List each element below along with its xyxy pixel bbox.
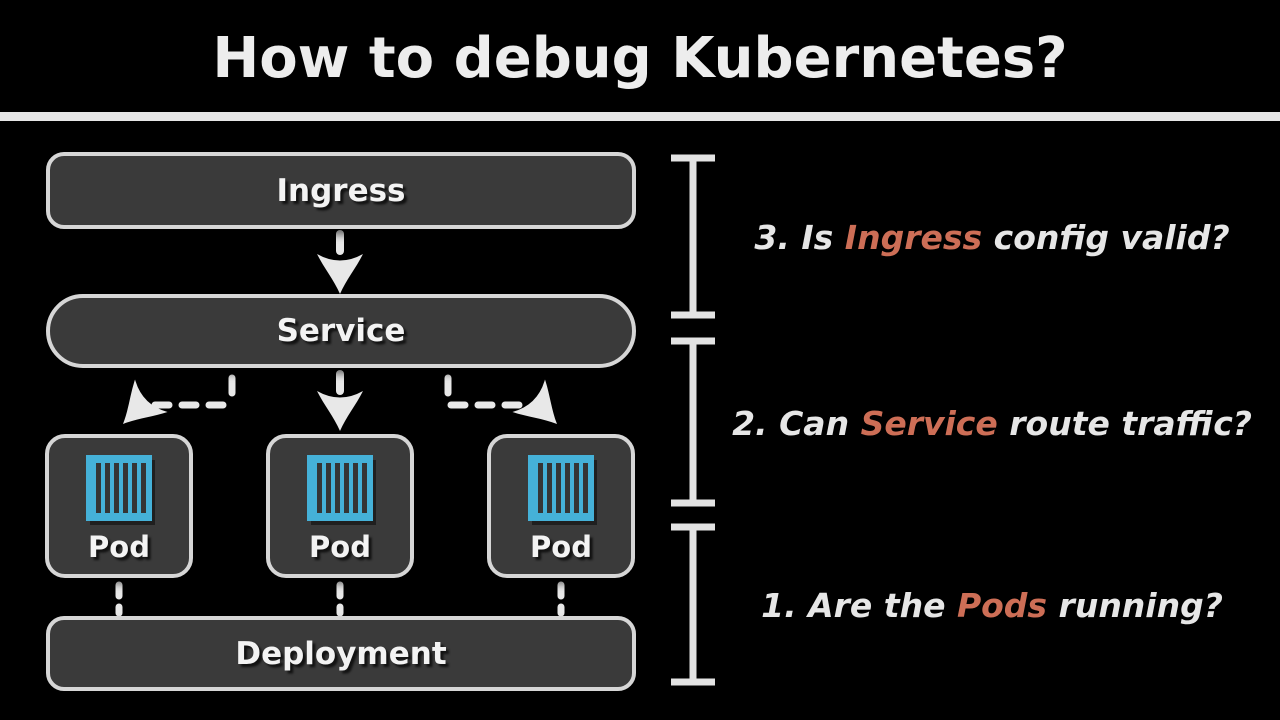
question-3-suffix: config valid?	[982, 217, 1230, 257]
question-1: 1. Are the Pods running?	[714, 582, 1270, 628]
container-icon	[528, 455, 597, 525]
question-3: 3. Is Ingress config valid?	[714, 214, 1270, 260]
dashed-arrow-service-to-right-pod-icon	[444, 374, 574, 441]
bracket-question-2	[671, 337, 715, 507]
dashed-links-pods-to-deployment	[115, 581, 565, 617]
title-divider	[0, 112, 1280, 121]
service-label: Service	[276, 313, 406, 349]
question-3-highlight: Ingress	[844, 217, 983, 257]
deployment-label: Deployment	[235, 635, 447, 672]
bracket-question-1	[671, 523, 715, 686]
deployment-node: Deployment	[46, 616, 636, 691]
question-2-prefix: 2. Can	[732, 403, 861, 443]
pod-node-1: Pod	[45, 434, 193, 578]
pod-label: Pod	[88, 530, 150, 564]
arrow-service-to-pod-icon	[317, 370, 363, 431]
pod-node-3: Pod	[487, 434, 635, 578]
question-2-highlight: Service	[860, 403, 998, 443]
arrow-ingress-to-service-icon	[317, 230, 363, 294]
container-icon	[307, 455, 376, 525]
container-icon	[86, 455, 155, 525]
question-3-prefix: 3. Is	[754, 217, 845, 257]
page-title: How to debug Kubernetes?	[212, 25, 1068, 91]
dashed-arrow-service-to-left-pod-icon	[106, 374, 236, 441]
pod-label: Pod	[309, 530, 371, 564]
question-1-prefix: 1. Are the	[761, 585, 957, 625]
ingress-node: Ingress	[46, 152, 636, 229]
bracket-question-3	[671, 154, 715, 319]
question-2-suffix: route traffic?	[997, 403, 1252, 443]
pod-node-2: Pod	[266, 434, 414, 578]
pod-label: Pod	[530, 530, 592, 564]
question-1-suffix: running?	[1047, 585, 1223, 625]
question-1-highlight: Pods	[956, 585, 1048, 625]
question-2: 2. Can Service route traffic?	[714, 400, 1270, 446]
service-node: Service	[46, 294, 636, 368]
ingress-label: Ingress	[276, 172, 406, 209]
